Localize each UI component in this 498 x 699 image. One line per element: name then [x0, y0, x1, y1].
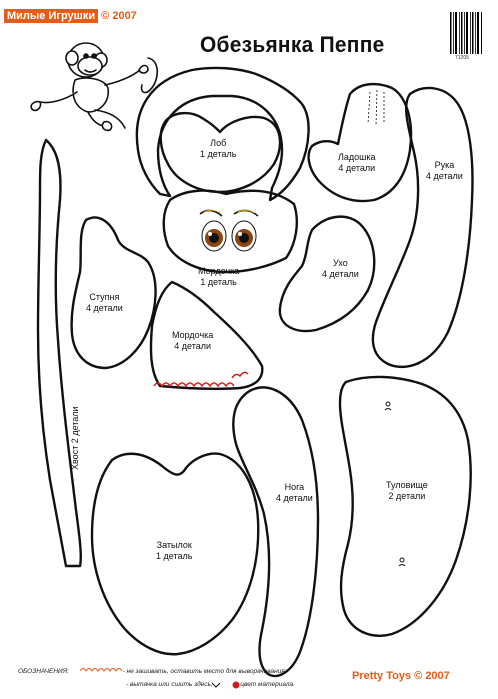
label-mordochka-low-count: 4 детали	[174, 341, 212, 351]
label-stupnya-count: 4 детали	[86, 303, 123, 313]
piece-mordochka-top	[162, 189, 298, 274]
label-tulovishche: Туловище 2 детали	[386, 480, 428, 502]
legend-label: ОБОЗНАЧЕНИЯ:	[18, 668, 69, 675]
piece-lob-arch	[135, 66, 310, 202]
brand-logo-bottom: Pretty Toys © 2007	[352, 670, 450, 682]
label-ruka-count: 4 детали	[426, 171, 463, 181]
legend-color-text: - цвет материала.	[236, 681, 295, 688]
brand-bottom-copyright: © 2007	[414, 670, 450, 682]
label-mordochka-low: Мордочка 4 детали	[172, 330, 213, 352]
piece-ukho	[278, 215, 376, 333]
dart-markers	[384, 401, 406, 567]
page-title: Обезьянка Пеппе	[200, 32, 385, 57]
label-noga: Нога 4 детали	[276, 482, 313, 504]
piece-khvost	[36, 138, 82, 568]
label-ukho-name: Ухо	[333, 258, 348, 268]
label-ladoshka-name: Ладошка	[338, 152, 376, 162]
label-noga-name: Нога	[284, 482, 305, 492]
label-stupnya-name: Ступня	[89, 292, 120, 302]
label-tulovishche-count: 2 детали	[388, 491, 426, 501]
label-ukho: Ухо 4 детали	[322, 258, 359, 280]
label-mordochka-top-name: Мордочка	[198, 266, 240, 276]
piece-mordochka-low	[149, 280, 264, 391]
piece-noga	[232, 386, 320, 678]
barcode	[448, 12, 484, 54]
piece-stupnya	[70, 216, 157, 370]
label-lob-name: Лоб	[210, 138, 227, 148]
brand-bottom-name: Pretty Toys	[352, 670, 412, 682]
piece-lob	[159, 111, 282, 194]
label-lob: Лоб 1 деталь	[200, 138, 236, 160]
brand-copyright: © 2007	[101, 10, 137, 22]
monkey-illustration	[30, 42, 159, 132]
piece-tulovishche	[338, 375, 472, 637]
label-mordochka-low-name: Мордочка	[172, 330, 214, 340]
legend-line-1: ОБОЗНАЧЕНИЯ: - не зашивать, оставить мес…	[18, 668, 287, 675]
label-ladoshka-count: 4 детали	[338, 163, 376, 173]
label-mordochka-top: Мордочка 1 деталь	[198, 266, 239, 288]
eyes	[199, 209, 259, 252]
ladoshka-stitch-lines	[367, 89, 385, 127]
legend-symbols	[79, 668, 240, 689]
legend-opening-text: - не зашивать, оставить место для вывора…	[122, 668, 287, 675]
piece-zatylok	[90, 452, 260, 656]
label-ladoshka: Ладошка 4 детали	[338, 152, 376, 174]
brand-logo-top: Милые Игрушки © 2007	[4, 9, 137, 23]
label-zatylok-count: 1 деталь	[156, 551, 193, 561]
brand-name: Милые Игрушки	[4, 9, 99, 23]
label-ukho-count: 4 детали	[322, 269, 359, 279]
label-mordochka-top-count: 1 деталь	[200, 277, 237, 287]
piece-ruka	[371, 86, 474, 369]
label-stupnya: Ступня 4 детали	[86, 292, 123, 314]
label-ruka-name: Рука	[434, 160, 455, 170]
label-khvost: Хвост 2 детали	[70, 406, 80, 470]
legend-dart-text: - вытачка или сшить здесь;	[126, 681, 213, 688]
label-noga-count: 4 детали	[276, 493, 313, 503]
label-tulovishche-name: Туловище	[386, 480, 428, 490]
legend-line-2: - вытачка или сшить здесь; - цвет матери…	[126, 681, 295, 688]
opening-zigzag	[153, 371, 249, 388]
barcode-number: 71205	[455, 55, 469, 61]
label-lob-count: 1 деталь	[200, 149, 237, 159]
label-ruka: Рука 4 детали	[426, 160, 463, 182]
label-zatylok: Затылок 1 деталь	[156, 540, 192, 562]
label-zatylok-name: Затылок	[156, 540, 192, 550]
piece-ladoshka	[307, 82, 413, 203]
